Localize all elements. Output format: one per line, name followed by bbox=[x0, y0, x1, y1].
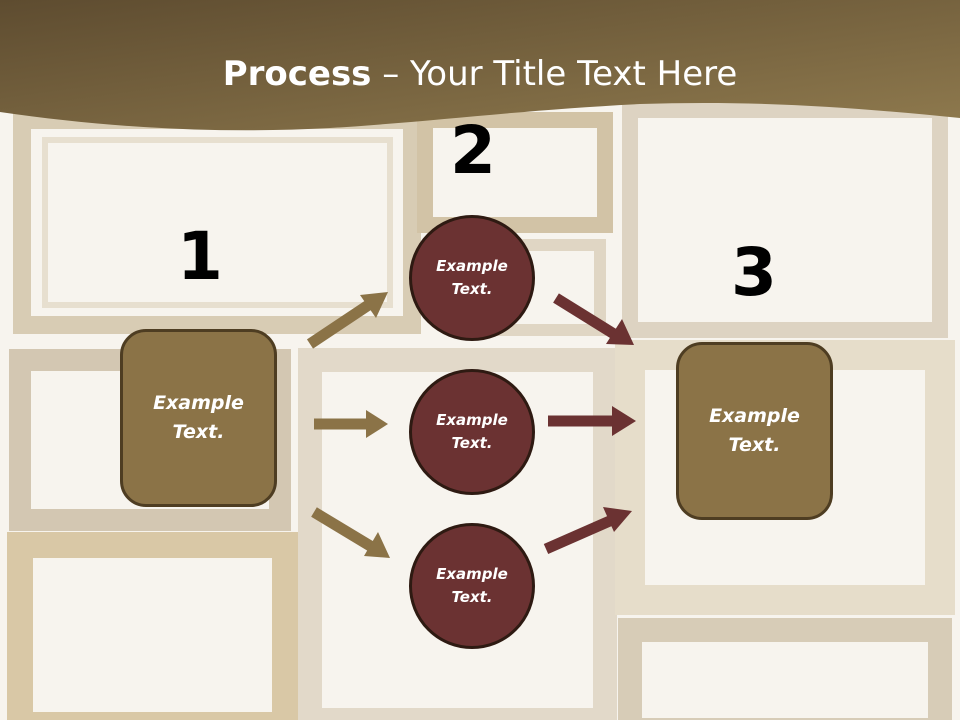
step-number-3: 3 bbox=[731, 234, 777, 311]
arrow-top-to-right bbox=[553, 293, 634, 345]
arrow-left-to-bottom bbox=[311, 507, 390, 558]
circle-top-label: Example Text. bbox=[436, 257, 508, 298]
circle-middle-label: Example Text. bbox=[436, 411, 508, 452]
title-bold: Process bbox=[222, 54, 372, 94]
arrow-middle-to-right bbox=[548, 406, 636, 436]
step-2-circle-middle[interactable]: Example Text. bbox=[409, 369, 535, 495]
step-1-label: Example Text. bbox=[153, 392, 244, 443]
step-2-circle-bottom[interactable]: Example Text. bbox=[409, 523, 535, 649]
step-number-2: 2 bbox=[450, 112, 496, 189]
step-2-circle-top[interactable]: Example Text. bbox=[409, 215, 535, 341]
slide-title: Process – Your Title Text Here bbox=[0, 52, 960, 96]
circle-bottom-label: Example Text. bbox=[436, 565, 508, 606]
arrow-bottom-to-right bbox=[543, 507, 632, 555]
arrow-left-to-top bbox=[306, 292, 388, 349]
step-number-1: 1 bbox=[177, 218, 223, 295]
step-3-box[interactable]: Example Text. bbox=[676, 342, 833, 520]
step-3-label: Example Text. bbox=[709, 405, 800, 456]
step-1-box[interactable]: Example Text. bbox=[120, 329, 277, 507]
title-rest: – Your Title Text Here bbox=[371, 54, 738, 94]
arrow-left-to-middle bbox=[314, 410, 388, 438]
